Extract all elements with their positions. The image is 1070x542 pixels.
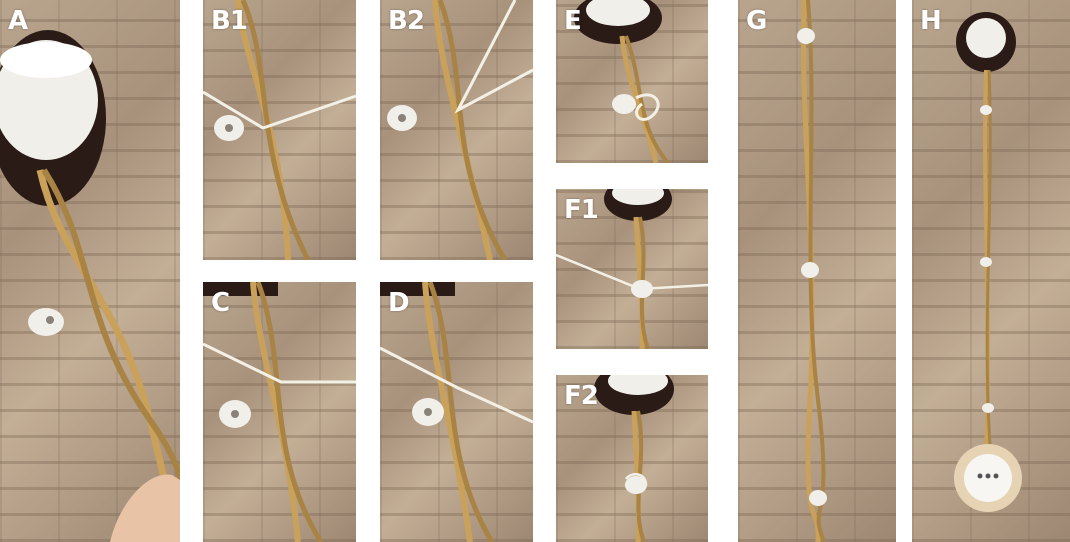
photo-panel-d: D [380, 282, 533, 542]
photo-panel-f1: F1 [556, 189, 708, 349]
twisted-wire-strand-1 [235, 0, 291, 260]
porcelain-insulator-2 [801, 262, 819, 278]
twisted-wire-strand-1 [250, 282, 301, 542]
photo-panel-b1: B1 [203, 0, 356, 260]
panel-h-scene [954, 12, 1022, 512]
panel-label-d: D [388, 288, 410, 318]
panel-b2-scene [387, 0, 533, 260]
porcelain-insulator-1 [797, 28, 815, 44]
panel-a-scene [0, 30, 180, 542]
twisted-wire-strand-1 [422, 282, 473, 542]
ceiling-rose-base-edge [380, 282, 455, 296]
porcelain-insulator-3 [809, 490, 827, 506]
panel-c-scene [203, 282, 356, 542]
panel-f1-scene [556, 189, 708, 349]
socket-pin-hole-center [985, 473, 991, 479]
porcelain-insulator [612, 94, 636, 114]
panel-label-b2: B2 [388, 6, 425, 36]
binding-string [203, 90, 356, 130]
string-knot [625, 472, 648, 486]
panel-label-c: C [211, 288, 230, 318]
photo-panel-g: G [738, 0, 896, 542]
twisted-wire-strand-2 [427, 282, 495, 542]
binding-string [203, 342, 356, 384]
twisted-wire-strand-2 [437, 0, 508, 260]
porcelain-insulator [625, 476, 647, 494]
panel-label-e: E [564, 6, 582, 36]
panel-label-h: H [920, 6, 942, 36]
porcelain-insulator-3 [982, 403, 994, 413]
insulator-hole [225, 124, 233, 132]
insulator-hole [424, 408, 432, 416]
binding-string [380, 346, 533, 424]
porcelain-insulator [28, 308, 64, 336]
ceiling-rose-cap [966, 18, 1006, 58]
porcelain-insulator [631, 280, 653, 298]
insulator-hole [231, 410, 239, 418]
photo-panel-e: E [556, 0, 708, 163]
photo-panel-h: H [912, 0, 1070, 542]
twisted-wire-strand-1 [432, 0, 493, 260]
photo-panel-b2: B2 [380, 0, 533, 260]
socket-pin-hole-left [977, 473, 983, 479]
panel-label-a: A [8, 6, 28, 36]
twisted-wire-strand-2 [806, 0, 826, 542]
photo-panel-c: C [203, 282, 356, 542]
panel-e-scene [574, 0, 670, 163]
insulator-hole [46, 316, 54, 324]
panel-g-scene [797, 0, 827, 542]
panel-b1-scene [203, 0, 356, 260]
porcelain-insulator-1 [980, 105, 992, 115]
ceiling-rose-cap [608, 375, 668, 395]
panel-label-f2: F2 [564, 381, 599, 411]
ceiling-rose-top [0, 42, 92, 78]
photo-panel-a: A [0, 0, 180, 542]
porcelain-insulator-2 [980, 257, 992, 267]
panel-f2-scene [594, 375, 674, 542]
string-knot [635, 93, 660, 121]
binding-string [454, 0, 533, 114]
photo-panel-f2: F2 [556, 375, 708, 542]
panel-label-g: G [746, 6, 767, 36]
panel-label-b1: B1 [211, 6, 248, 36]
panel-d-scene [380, 282, 533, 542]
socket-pin-hole-right [993, 473, 999, 479]
binding-string [556, 253, 708, 291]
twisted-wire-strand-1 [800, 0, 821, 542]
twisted-wire-strand-2 [255, 282, 324, 542]
twisted-wire-strand-2 [240, 0, 311, 260]
ceiling-rose-cap [612, 189, 664, 205]
twisted-wire-strand-1 [619, 35, 659, 163]
panel-label-f1: F1 [564, 195, 599, 225]
hand [110, 474, 180, 542]
insulator-hole [398, 114, 406, 122]
ceiling-rose-cap [586, 0, 650, 26]
